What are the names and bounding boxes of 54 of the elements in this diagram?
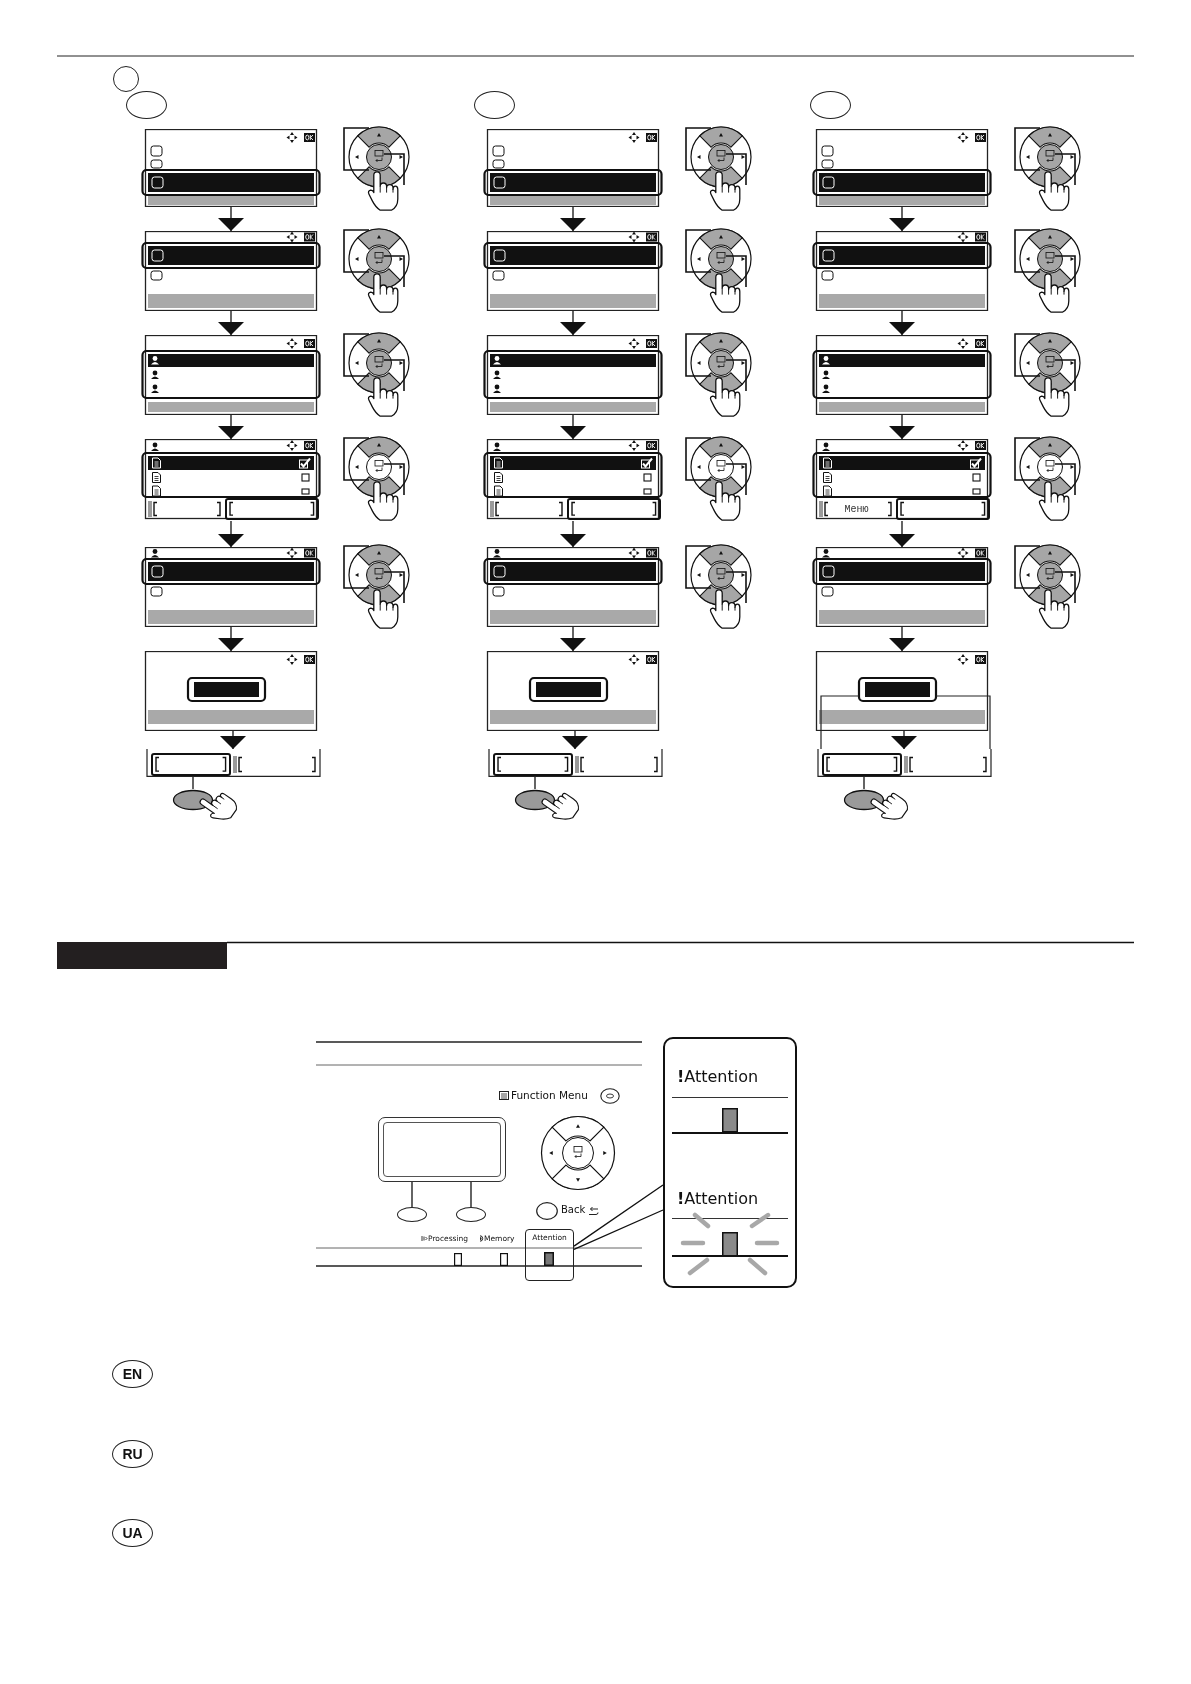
arrow (891, 730, 917, 750)
soft-key-bar (815, 749, 993, 777)
key-label: Back (561, 1205, 586, 1215)
arrow (218, 310, 244, 336)
arrow (889, 520, 915, 548)
lcd-screen (812, 651, 992, 731)
arrow (889, 626, 915, 652)
lcd-screen (483, 231, 663, 311)
callout-line (573, 1184, 664, 1250)
arrow (220, 730, 246, 750)
lcd-screen (141, 129, 321, 207)
lcd-screen (812, 335, 992, 415)
section-heading-bar (57, 942, 227, 969)
lcd-screen (483, 547, 663, 627)
lcd-screen (141, 231, 321, 311)
lcd-screen (141, 651, 321, 731)
connector-line (470, 1181, 472, 1208)
arrow (889, 414, 915, 440)
connector-line (411, 1181, 413, 1208)
soft-key-bar (486, 749, 664, 777)
arrow (562, 730, 588, 750)
attention-indicator (525, 1229, 574, 1281)
soft-key-bar (144, 749, 322, 777)
arrow (560, 520, 586, 548)
connector-line (192, 776, 194, 790)
lcd-screen (141, 439, 321, 521)
callout-box (663, 1037, 797, 1288)
lcd-screen (812, 439, 992, 521)
arrow (218, 520, 244, 548)
arrow (560, 206, 586, 232)
arrow (218, 626, 244, 652)
connector-line (534, 776, 536, 790)
key-label: Function Menu (511, 1090, 588, 1101)
arrow (889, 310, 915, 336)
lcd-screen (812, 231, 992, 311)
soft-key: Меню (819, 500, 894, 518)
lcd-screen (812, 129, 992, 207)
arrow (889, 206, 915, 232)
arrow (560, 310, 586, 336)
display-window (378, 1117, 506, 1182)
lcd-screen (483, 335, 663, 415)
arrow (218, 206, 244, 232)
arrow (560, 626, 586, 652)
lcd-screen (483, 651, 663, 731)
lcd-screen (483, 129, 663, 207)
lcd-screen (483, 439, 663, 521)
arrow (218, 414, 244, 440)
lcd-screen (141, 547, 321, 627)
callout-heading: !Attention (677, 1191, 759, 1207)
connector-line (863, 776, 865, 790)
arrow (560, 414, 586, 440)
lcd-screen (812, 547, 992, 627)
lcd-screen (141, 335, 321, 415)
callout-heading: !Attention (677, 1069, 759, 1085)
